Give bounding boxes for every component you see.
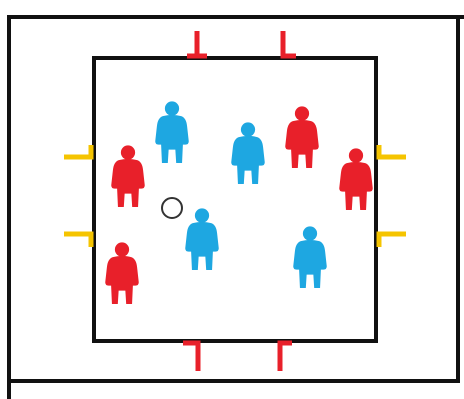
goal-post-icon — [64, 145, 91, 157]
goal-post-icon — [283, 31, 296, 56]
yellow-gates-left — [64, 145, 91, 247]
goal-post-icon — [379, 234, 406, 247]
red-player-person-icon — [105, 242, 139, 304]
goal-post-icon — [280, 343, 292, 371]
yellow-gates-right — [379, 145, 406, 247]
goal-post-icon — [379, 145, 406, 157]
goal-post-icon — [183, 343, 198, 371]
goal-post-icon — [187, 31, 207, 56]
ball-icon — [162, 198, 182, 218]
players — [105, 101, 373, 304]
red-gates-top — [187, 31, 296, 56]
red-gates-bottom — [183, 343, 292, 371]
red-player-person-icon — [285, 106, 319, 168]
red-player-person-icon — [339, 148, 373, 210]
blue-player-person-icon — [231, 122, 265, 184]
blue-player-person-icon — [155, 101, 189, 163]
blue-player-person-icon — [293, 226, 327, 288]
red-player-person-icon — [111, 145, 145, 207]
blue-player-person-icon — [185, 208, 219, 270]
goal-post-icon — [64, 234, 91, 247]
